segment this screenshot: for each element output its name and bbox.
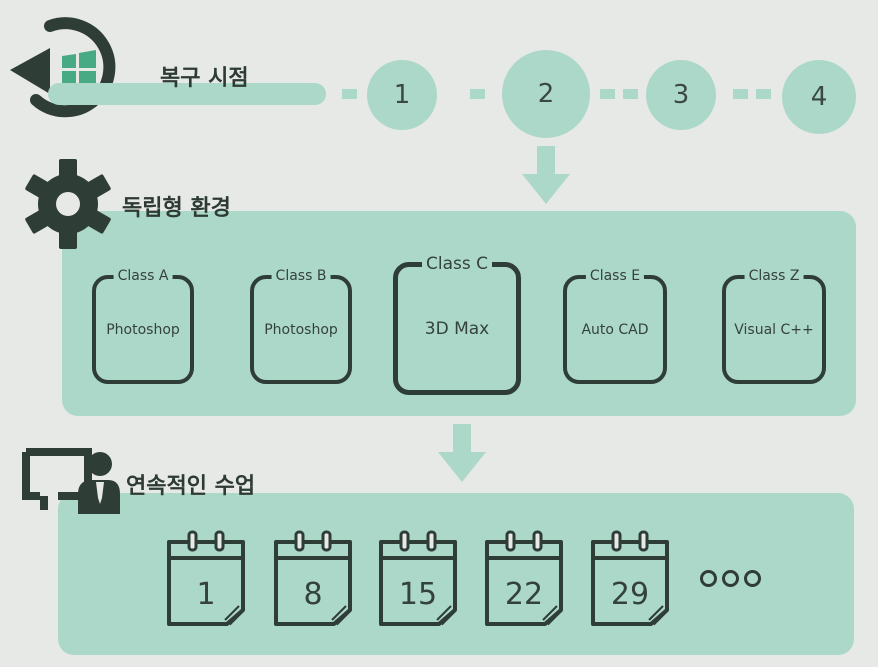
calendar-icon: 22 [485, 530, 563, 626]
calendar-day: 29 [611, 577, 649, 612]
presenter-icon [22, 448, 120, 514]
class-card-a: Class A Photoshop [92, 268, 194, 384]
restore-point-1: 1 [367, 60, 437, 130]
calendar-day: 22 [505, 577, 543, 612]
more-dots-icon [700, 570, 761, 587]
class-software: Photoshop [106, 321, 180, 338]
timeline-dash [342, 89, 357, 99]
more-dot [722, 570, 739, 587]
timeline-dash [623, 89, 638, 99]
continuous-title: 연속적인 수업 [126, 474, 256, 499]
arrow-down-icon [522, 146, 570, 204]
class-label: Class C [422, 254, 492, 274]
calendar-day: 8 [303, 577, 322, 612]
timeline-dash [470, 89, 485, 99]
class-card-c: Class C 3D Max [393, 254, 521, 395]
restore-point-4: 4 [782, 60, 856, 134]
class-software: Auto CAD [581, 321, 649, 338]
restore-timeline-bar [48, 83, 326, 105]
timeline-dash [756, 89, 771, 99]
class-software: Visual C++ [734, 321, 814, 338]
environment-title: 독립형 환경 [122, 196, 231, 221]
class-label: Class B [271, 268, 331, 284]
timeline-dash [600, 89, 615, 99]
restore-point-3: 3 [646, 60, 716, 130]
calendar-icon: 8 [274, 530, 352, 626]
restore-point-2: 2 [502, 50, 590, 138]
class-label: Class E [585, 268, 645, 284]
timeline-dash [733, 89, 748, 99]
class-card-z: Class Z Visual C++ [722, 268, 826, 384]
class-software: 3D Max [424, 318, 490, 339]
calendar-icon: 1 [167, 530, 245, 626]
gear-icon [25, 159, 111, 249]
class-label: Class A [113, 268, 173, 284]
class-software: Photoshop [264, 321, 338, 338]
class-card-e: Class E Auto CAD [563, 268, 667, 384]
restore-title: 복구 시점 [160, 66, 249, 91]
more-dot [744, 570, 761, 587]
calendar-icon: 15 [379, 530, 457, 626]
calendar-day: 1 [196, 577, 215, 612]
class-card-b: Class B Photoshop [250, 268, 352, 384]
calendar-day: 15 [399, 577, 437, 612]
class-label: Class Z [744, 268, 804, 284]
more-dot [700, 570, 717, 587]
arrow-down-icon [438, 424, 486, 482]
calendar-icon: 29 [591, 530, 669, 626]
